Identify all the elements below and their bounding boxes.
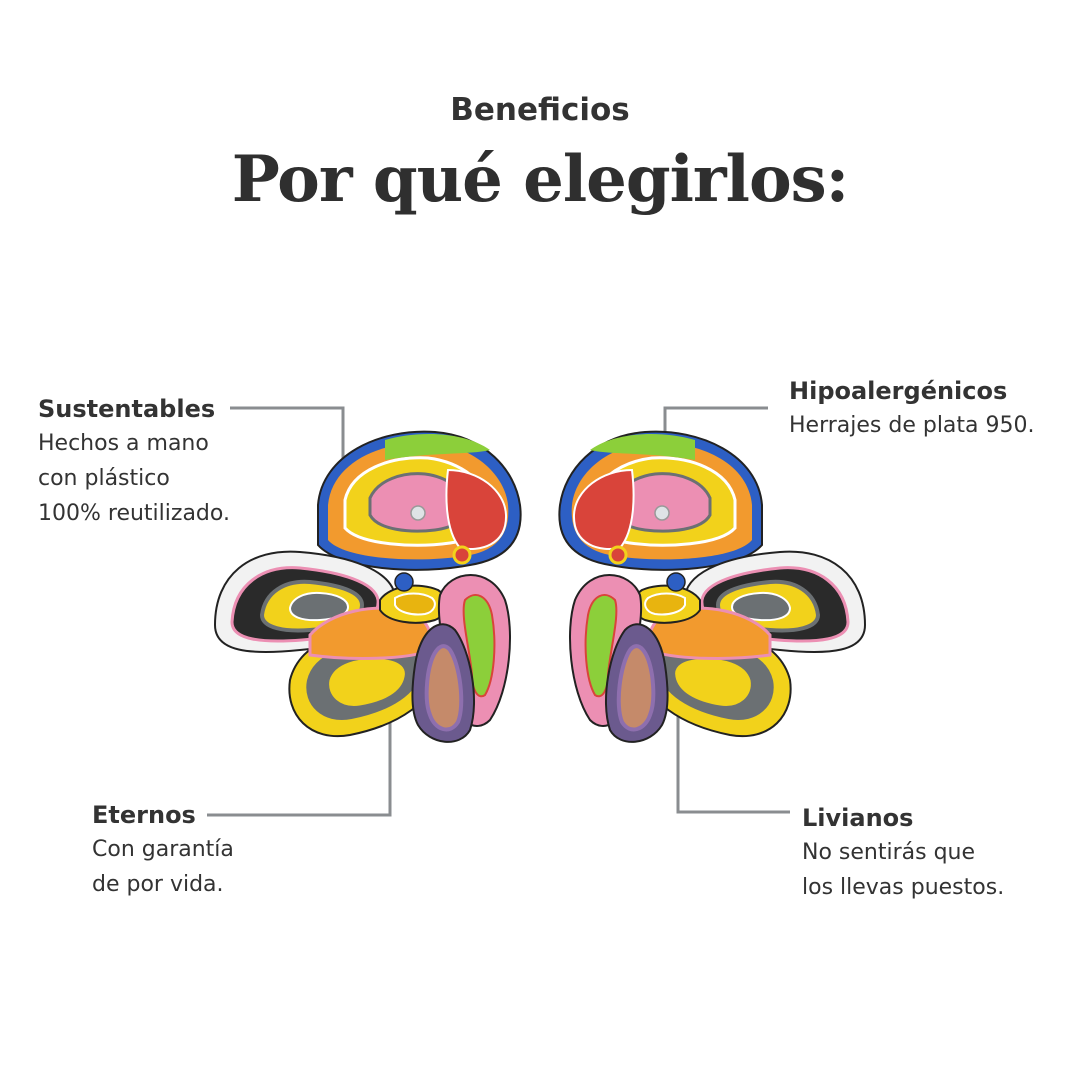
benefit-line: con plástico bbox=[38, 466, 170, 491]
benefit-line: Con garantía bbox=[92, 837, 234, 862]
benefit-line: de por vida. bbox=[92, 872, 224, 897]
earring-left bbox=[213, 430, 522, 743]
benefit-line: Herrajes de plata 950. bbox=[789, 413, 1035, 438]
connector-sustentables bbox=[230, 406, 345, 470]
benefit-title: Eternos bbox=[92, 801, 196, 829]
connector-eternos bbox=[207, 720, 392, 817]
benefit-sustentables: Sustentables Hechos a mano con plástico … bbox=[38, 392, 230, 531]
earring-right bbox=[557, 429, 867, 744]
benefit-eternos: Eternos Con garantía de por vida. bbox=[92, 798, 234, 902]
benefit-title: Hipoalergénicos bbox=[789, 377, 1008, 405]
connector-livianos bbox=[676, 710, 790, 814]
benefit-line: No sentirás que bbox=[802, 840, 976, 865]
benefit-livianos: Livianos No sentirás que los llevas pues… bbox=[802, 801, 1004, 905]
petal-wing bbox=[213, 550, 397, 653]
benefit-line: los llevas puestos. bbox=[802, 875, 1005, 900]
benefit-title: Livianos bbox=[802, 804, 914, 832]
page-title: Por qué elegirlos: bbox=[231, 142, 850, 217]
benefit-hipoalergenicos: Hipoalergénicos Herrajes de plata 950. bbox=[789, 374, 1035, 443]
benefit-title: Sustentables bbox=[38, 395, 216, 423]
connector-hipoalergenicos bbox=[663, 406, 768, 438]
benefit-line: 100% reutilizado. bbox=[38, 501, 230, 526]
petal-lower-right bbox=[411, 574, 511, 743]
benefit-line: Hechos a mano bbox=[38, 431, 209, 456]
connector-lines bbox=[207, 406, 790, 817]
section-eyebrow: Beneficios bbox=[450, 92, 630, 128]
petal-top bbox=[317, 430, 522, 571]
